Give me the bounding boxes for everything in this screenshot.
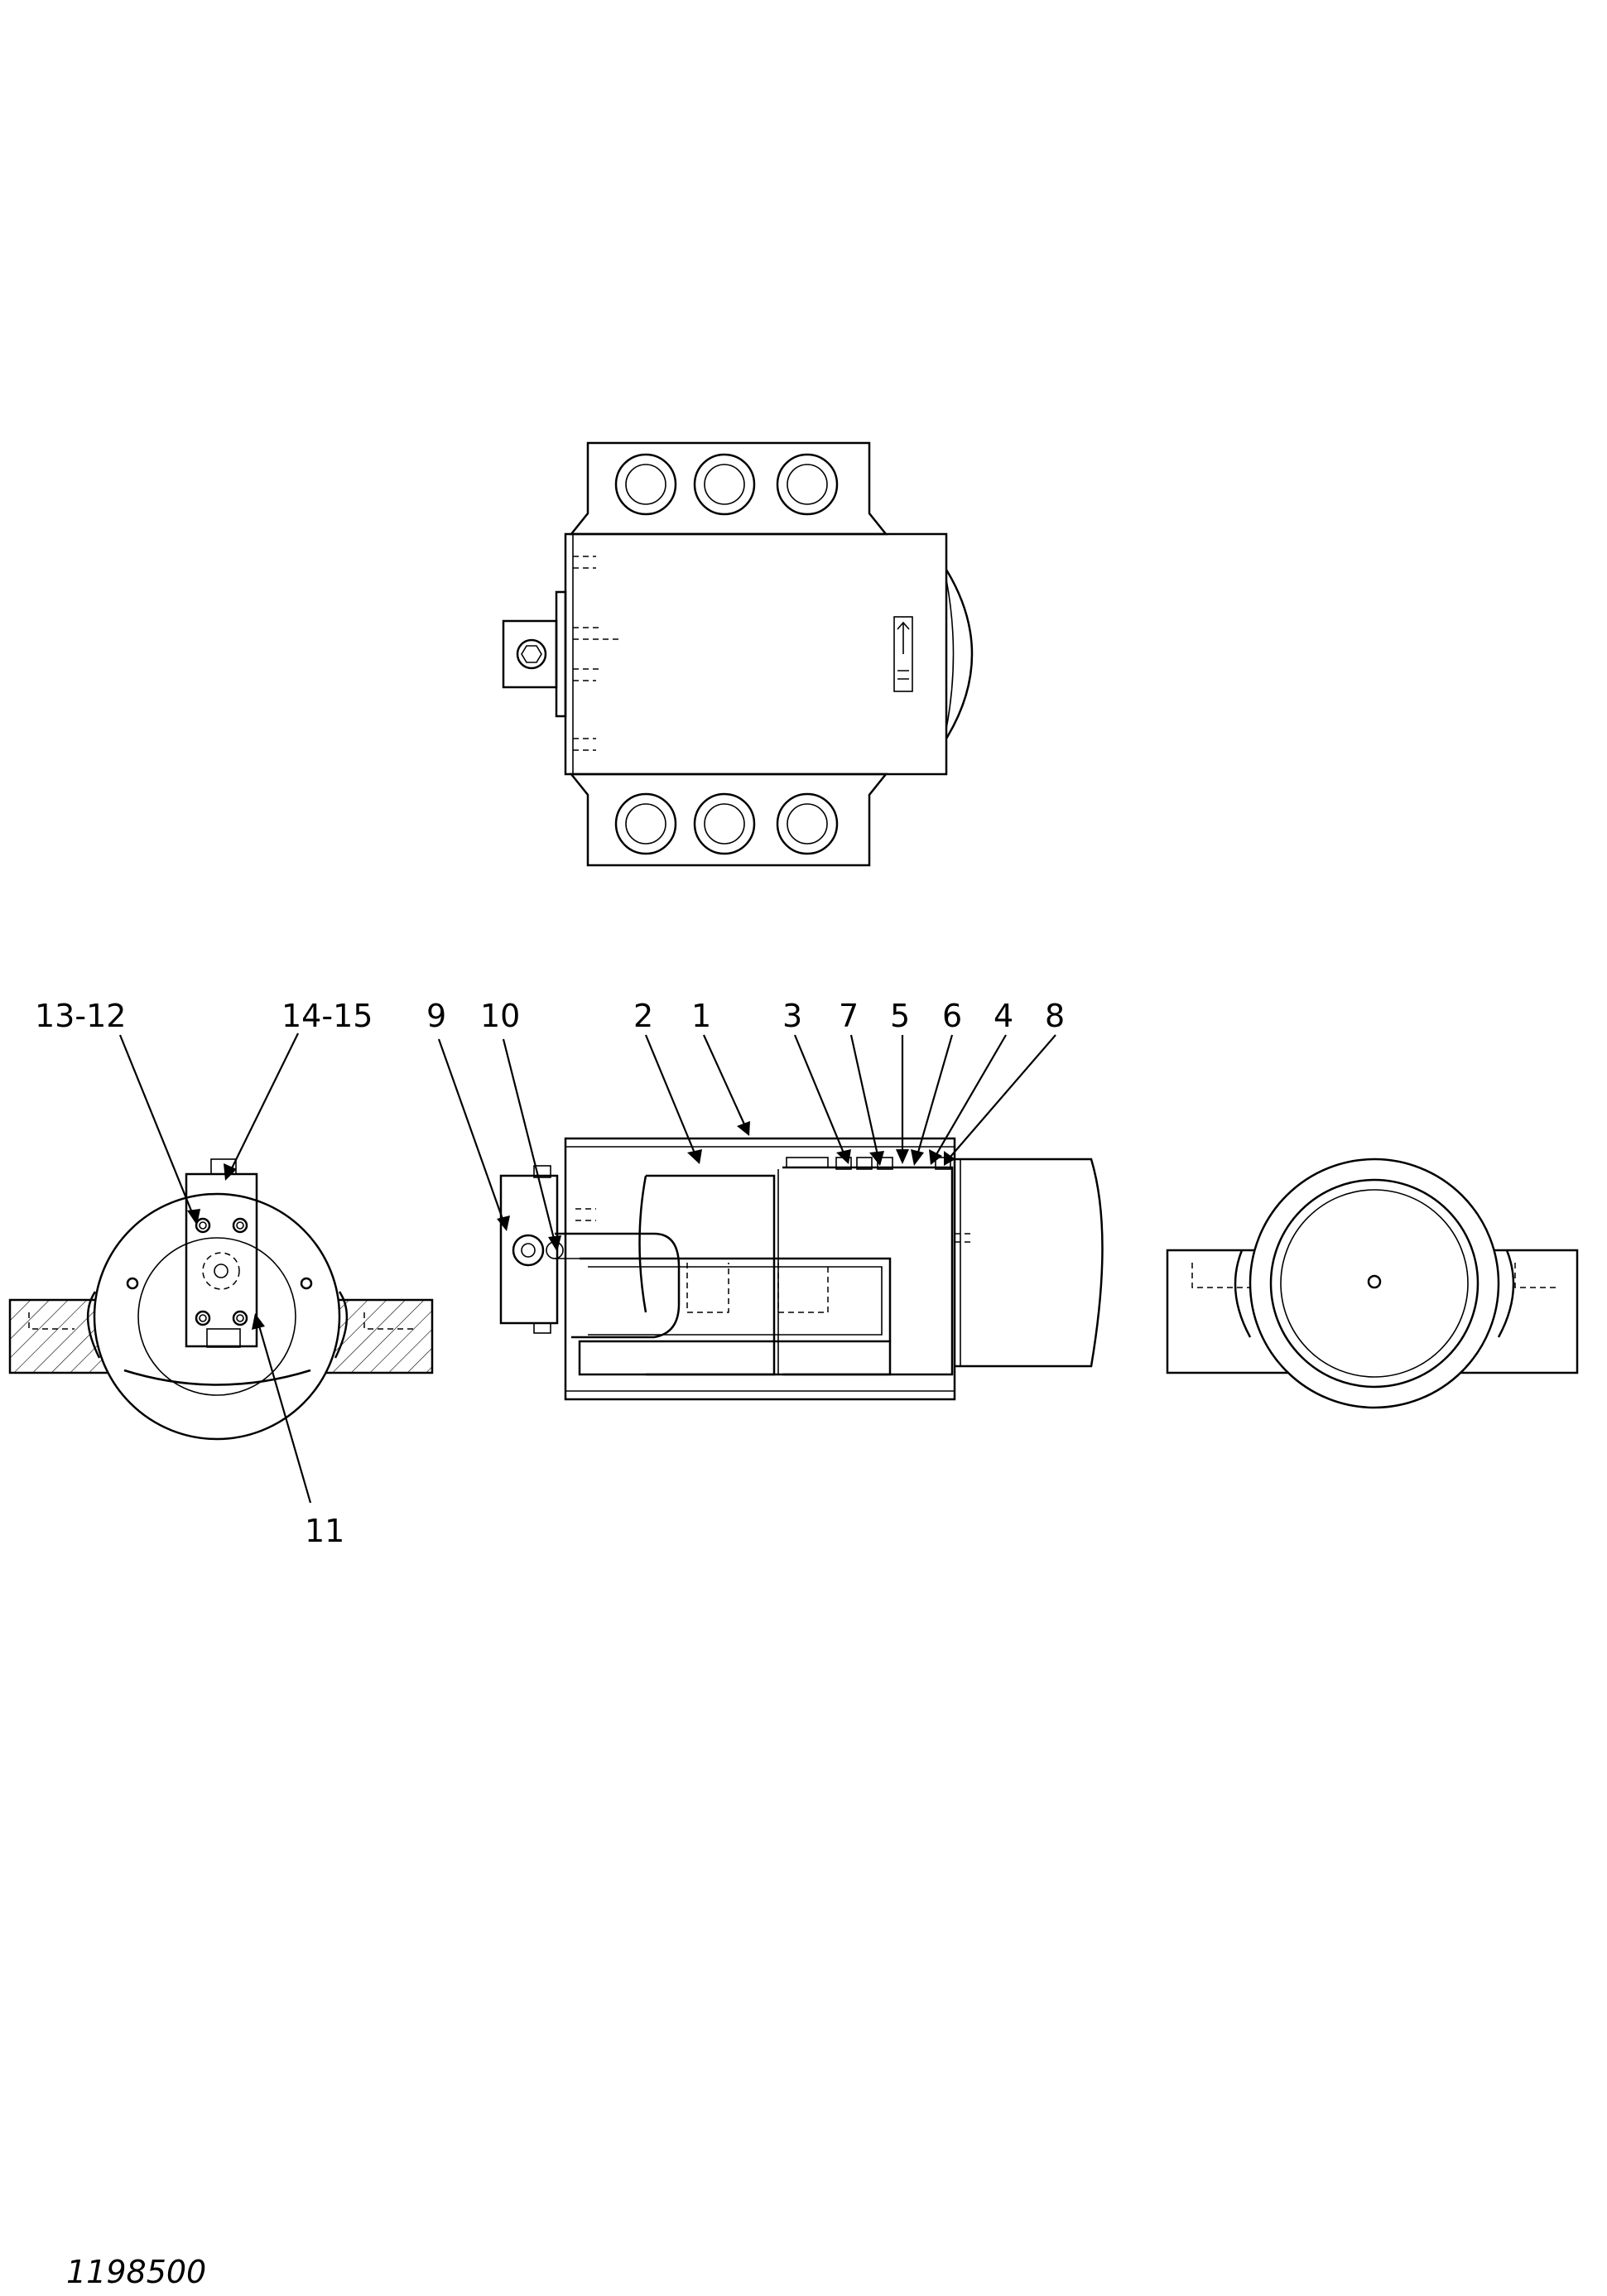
callout-8: 8 <box>1045 998 1065 1034</box>
callout-7: 7 <box>839 998 859 1034</box>
callout-6: 6 <box>942 998 962 1034</box>
callout-10: 10 <box>480 998 520 1034</box>
right-end-view <box>1166 1158 1579 1409</box>
center-side-view <box>499 1137 1104 1401</box>
document-number: 1198500 <box>66 2254 206 2290</box>
left-end-view <box>8 1158 434 1441</box>
callout-2: 2 <box>633 998 653 1034</box>
callout-11: 11 <box>305 1513 344 1549</box>
callout-14-15: 14-15 <box>281 998 373 1034</box>
leader-lines <box>118 1032 1056 1504</box>
callout-3: 3 <box>782 998 802 1034</box>
callout-5: 5 <box>890 998 910 1034</box>
callout-13-12: 13-12 <box>35 998 126 1034</box>
callout-labels: 13-12 14-15 9 10 2 1 3 7 5 6 4 8 11 <box>35 998 1065 1549</box>
callout-1: 1 <box>691 998 711 1034</box>
top-view <box>502 441 974 867</box>
callout-9: 9 <box>426 998 446 1034</box>
callout-4: 4 <box>994 998 1013 1034</box>
